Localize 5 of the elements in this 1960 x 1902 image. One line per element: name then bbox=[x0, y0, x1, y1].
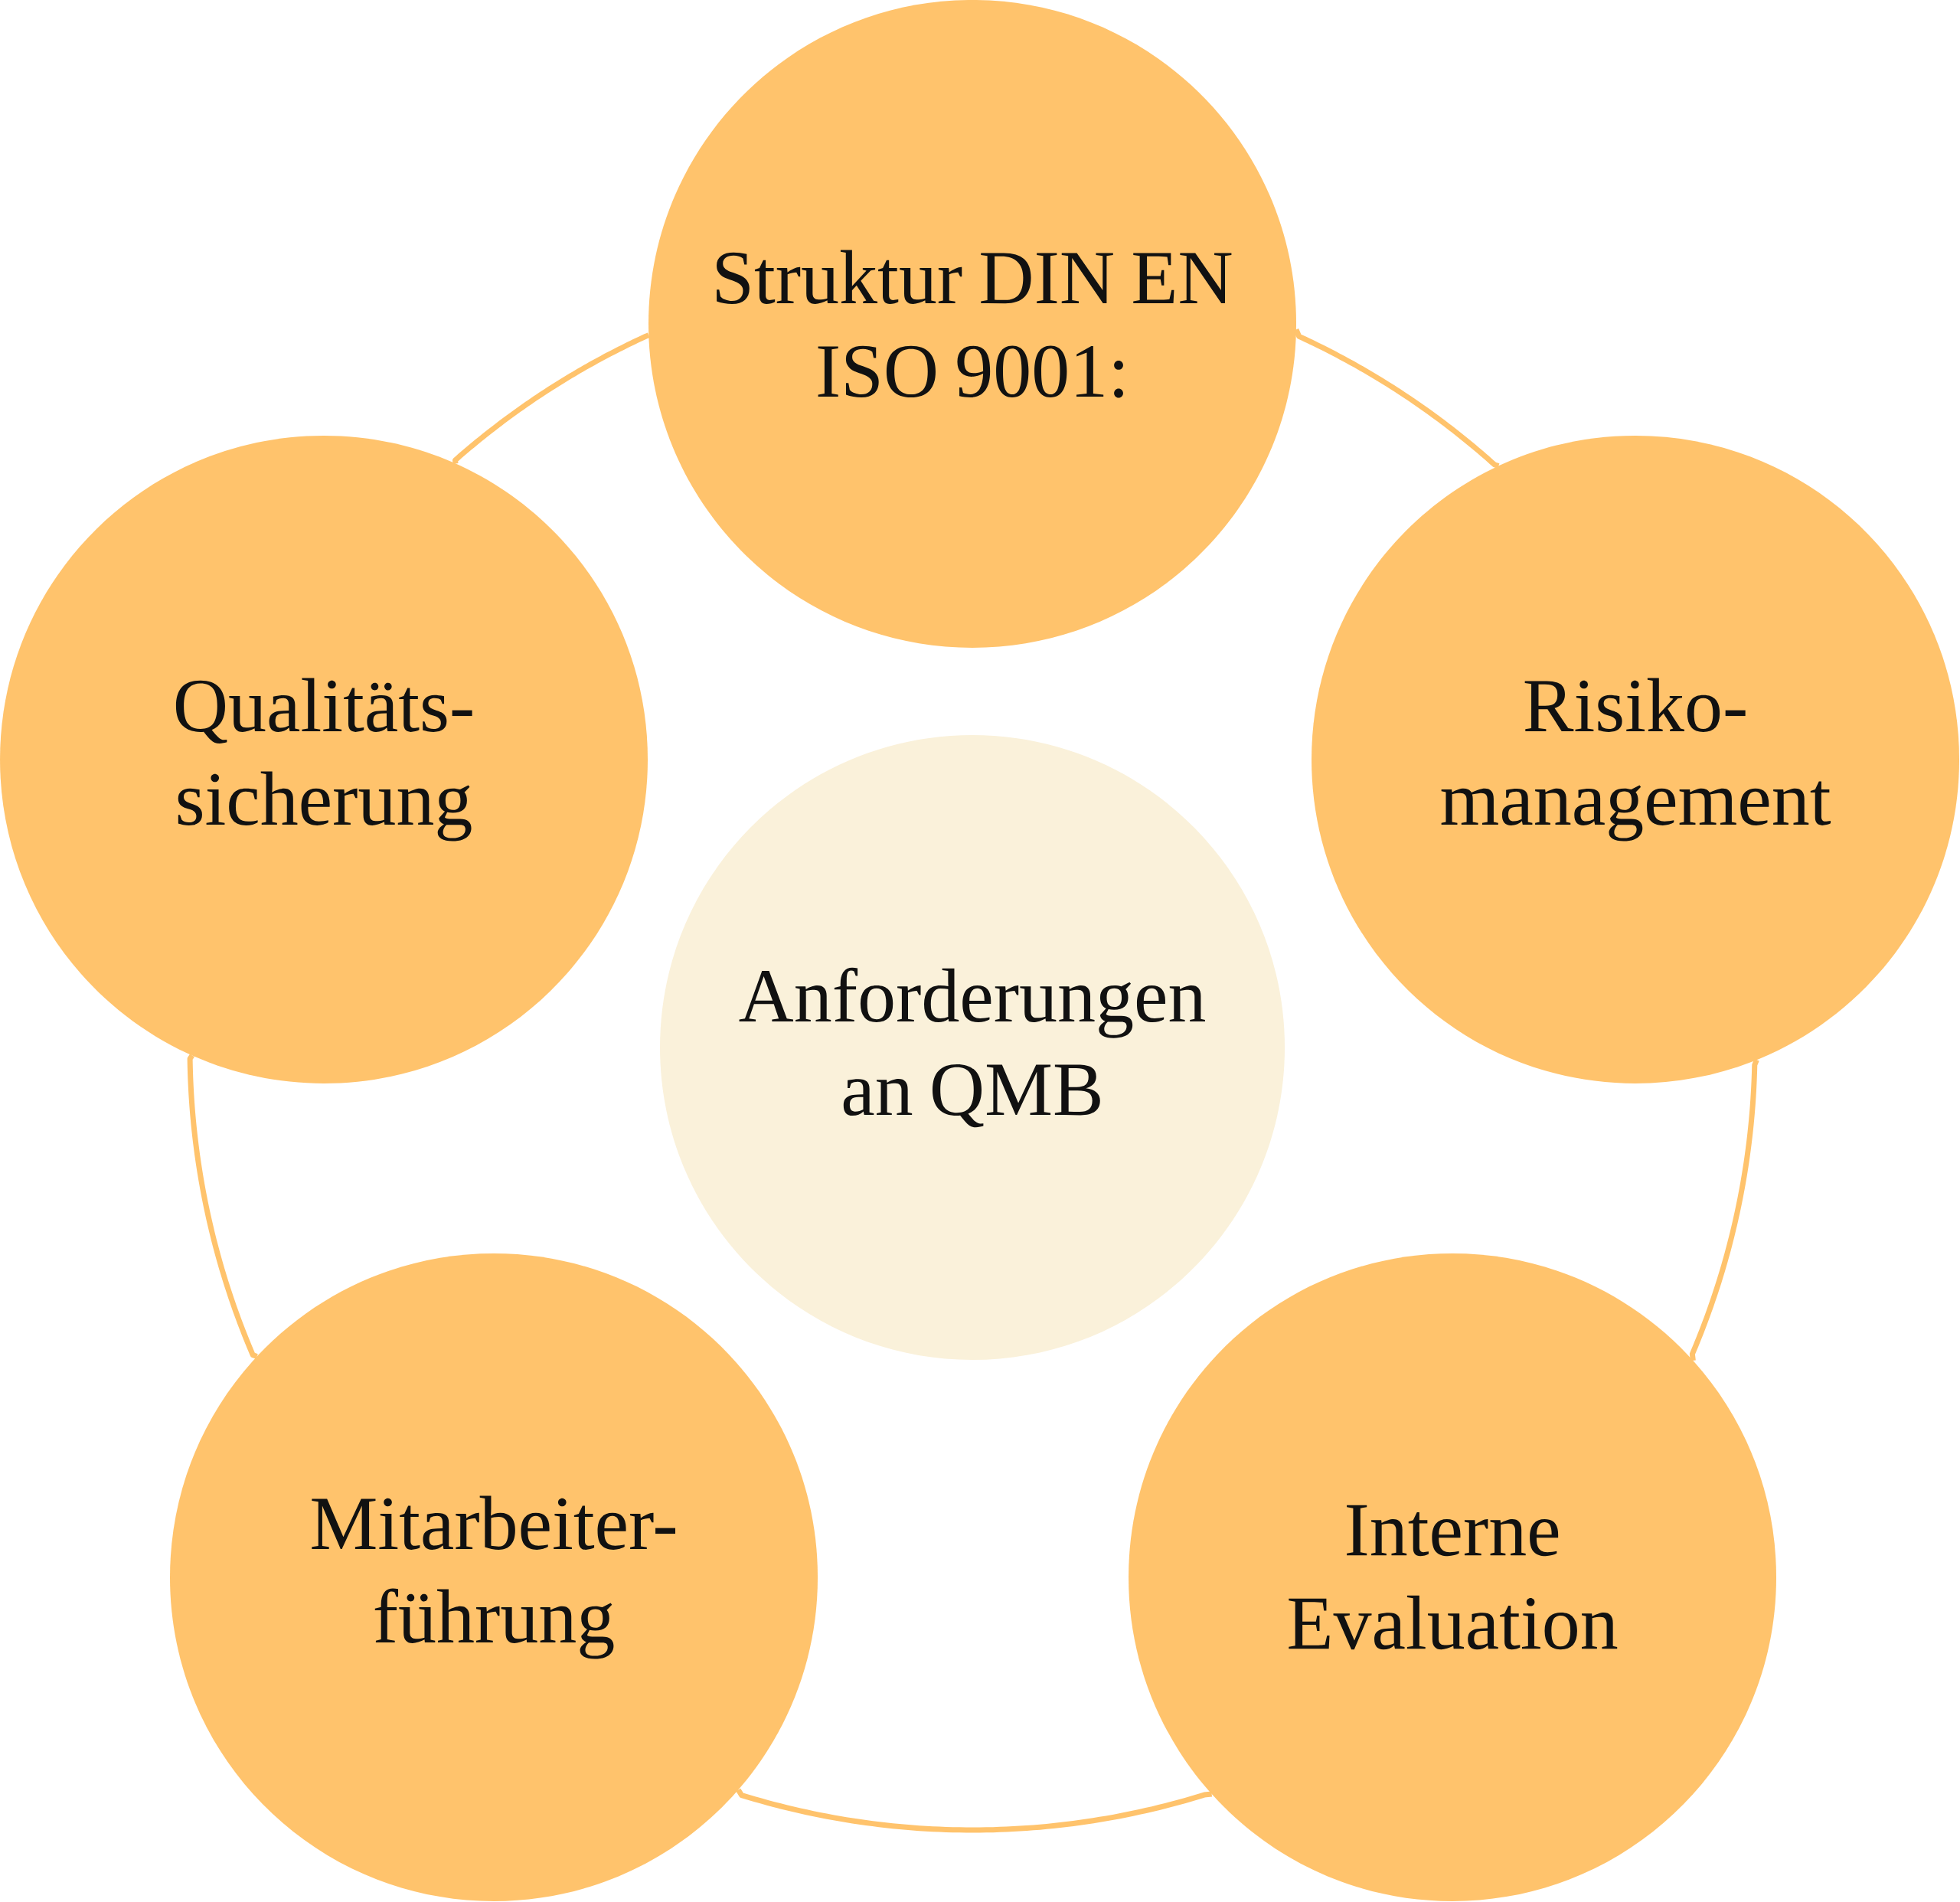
ring-arc bbox=[187, 1054, 258, 1359]
ring-arc bbox=[1689, 1058, 1759, 1361]
ring-arc bbox=[452, 332, 650, 464]
ring-arc bbox=[736, 1788, 1213, 1833]
ring-arc bbox=[1293, 328, 1500, 469]
